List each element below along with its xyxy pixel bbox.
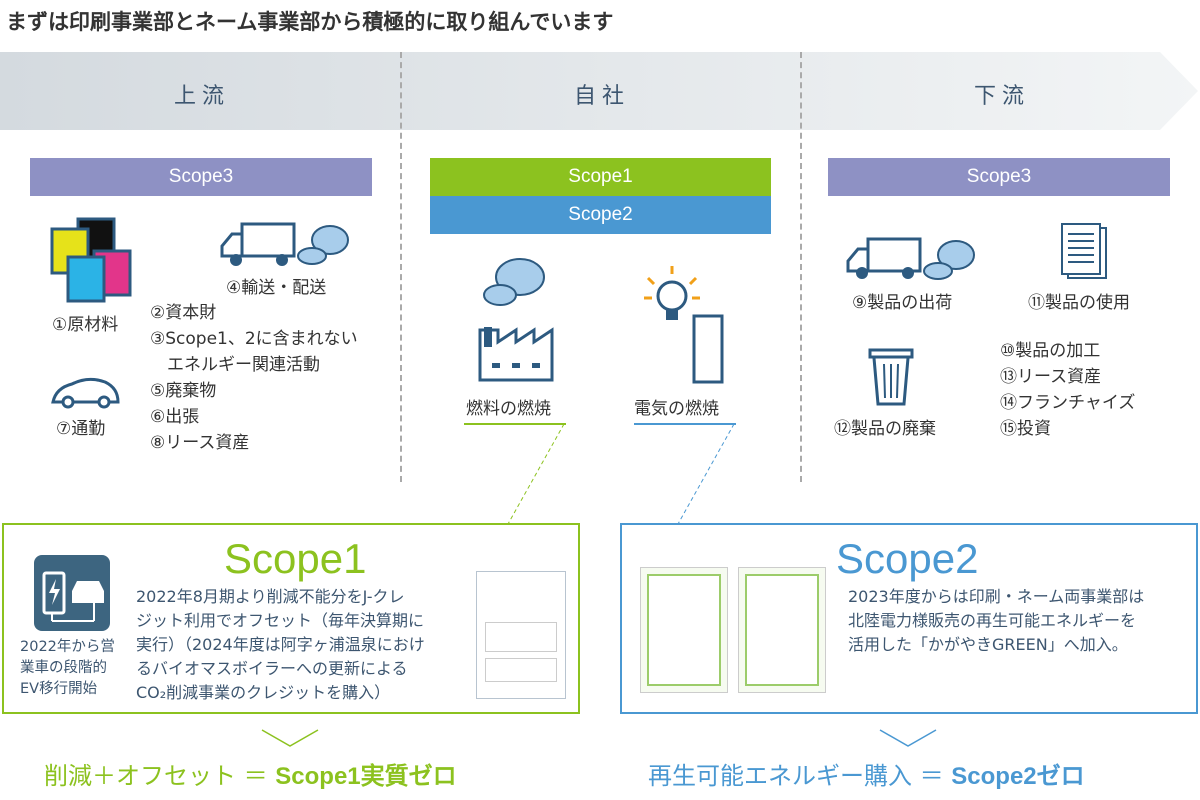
stage-downstream: 下流 [974, 84, 1031, 109]
text-line: 2022年8月期より削減不能分をJ-クレ [136, 587, 405, 606]
product-use-label: ⑪製品の使用 [1028, 293, 1130, 313]
result-prefix: 再生可能エネルギー購入 ＝ [648, 762, 952, 790]
text-line: 活用した「かがやきGREEN」へ加入。 [848, 635, 1128, 654]
document-icon [1061, 223, 1107, 279]
text-line: 2023年度からは印刷・ネーム両事業部は [848, 587, 1145, 606]
scope2-bar: Scope2 [430, 196, 771, 234]
text-line: るバイオマスボイラーへの更新による [136, 659, 408, 678]
divider [800, 52, 802, 482]
ev-charging-icon [34, 555, 110, 631]
green-certificate-thumbnail [640, 567, 728, 693]
shipping-label: ⑨製品の出荷 [852, 293, 953, 313]
list-item: ⑧リース資産 [150, 433, 250, 453]
truck-cloud-icon [846, 237, 975, 280]
scope1-heading: Scope1 [224, 535, 367, 582]
scope3-upstream-bar: Scope3 [30, 158, 372, 196]
trash-can-icon [868, 348, 914, 406]
fuel-underline [464, 423, 566, 425]
text-line: 北陸電力様販売の再生可能エネルギーを [848, 611, 1137, 630]
list-item: エネルギー関連活動 [150, 355, 320, 375]
list-item: ⑩製品の加工 [1000, 341, 1101, 361]
result-prefix: 削減＋オフセット ＝ [44, 762, 276, 790]
green-certificate-thumbnail [738, 567, 826, 693]
product-disposal-label: ⑫製品の廃棄 [834, 419, 936, 439]
scope2-box: Scope2 2023年度からは印刷・ネーム両事業部は北陸電力様販売の再生可能エ… [620, 523, 1198, 714]
scope2-description: 2023年度からは印刷・ネーム両事業部は北陸電力様販売の再生可能エネルギーを活用… [848, 585, 1144, 657]
chevron-down-icon [879, 729, 937, 747]
page-title: まずは印刷事業部とネーム事業部から積極的に取り組んでいます [6, 10, 614, 34]
caption-line: 2022年から営 [20, 639, 115, 655]
scope3-downstream-bar: Scope3 [828, 158, 1170, 196]
scope1-result: 削減＋オフセット ＝ Scope1実質ゼロ [44, 756, 457, 791]
list-item: ⑬リース資産 [1000, 367, 1102, 387]
caption-line: EV移行開始 [20, 681, 98, 697]
list-item: ③Scope1、2に含まれない [150, 329, 358, 349]
text-line: 実行）（2024年度は阿字ヶ浦温泉におけ [136, 635, 425, 654]
stage-upstream: 上流 [174, 84, 231, 109]
chevron-down-icon [261, 729, 319, 747]
divider [400, 52, 402, 482]
caption-line: 業車の段階的 [20, 660, 107, 676]
text-line: ジット利用でオフセット（毎年決算期に [136, 611, 425, 630]
electricity-label: 電気の燃焼 [634, 399, 719, 419]
stage-own: 自社 [574, 84, 631, 109]
scope2-heading: Scope2 [836, 535, 979, 582]
scope1-bar: Scope1 [430, 158, 771, 196]
value-chain-arrow [0, 52, 1198, 130]
car-icon [51, 377, 120, 409]
list-item: ⑮投資 [1000, 419, 1051, 439]
electric-underline [634, 423, 736, 425]
commute-label: ⑦通勤 [56, 419, 106, 439]
upstream-list: ②資本財 ③Scope1、2に含まれない エネルギー関連活動 ⑤廃棄物 ⑥出張 … [150, 300, 358, 456]
credit-certificate-thumbnail [476, 571, 566, 699]
result-emphasis: Scope2ゼロ [951, 763, 1085, 790]
ink-cans-icon [50, 217, 132, 303]
list-item: ⑤廃棄物 [150, 381, 217, 401]
ev-caption: 2022年から営業車の段階的 EV移行開始 [20, 637, 115, 700]
truck-cloud-icon [220, 222, 349, 266]
list-item: ⑥出張 [150, 407, 200, 427]
scope1-box: Scope1 2022年から営業車の段階的 EV移行開始 2022年8月期より削減… [2, 523, 580, 714]
raw-materials-label: ①原材料 [52, 315, 119, 335]
connector-lines [507, 424, 735, 524]
text-line: CO₂削減事業のクレジットを購入） [136, 683, 391, 702]
scope1-description: 2022年8月期より削減不能分をJ-クレジット利用でオフセット（毎年決算期に実行… [136, 585, 425, 705]
list-item: ②資本財 [150, 303, 217, 323]
fuel-combustion-label: 燃料の燃焼 [466, 399, 551, 419]
factory-icon [478, 258, 554, 382]
lightbulb-building-icon [644, 266, 724, 384]
scope2-result: 再生可能エネルギー購入 ＝ Scope2ゼロ [648, 756, 1085, 791]
transport-label: ④輸送・配送 [226, 278, 327, 298]
list-item: ⑭フランチャイズ [1000, 393, 1136, 413]
result-emphasis: Scope1実質ゼロ [275, 763, 457, 790]
downstream-list: ⑩製品の加工 ⑬リース資産 ⑭フランチャイズ ⑮投資 [1000, 338, 1135, 442]
